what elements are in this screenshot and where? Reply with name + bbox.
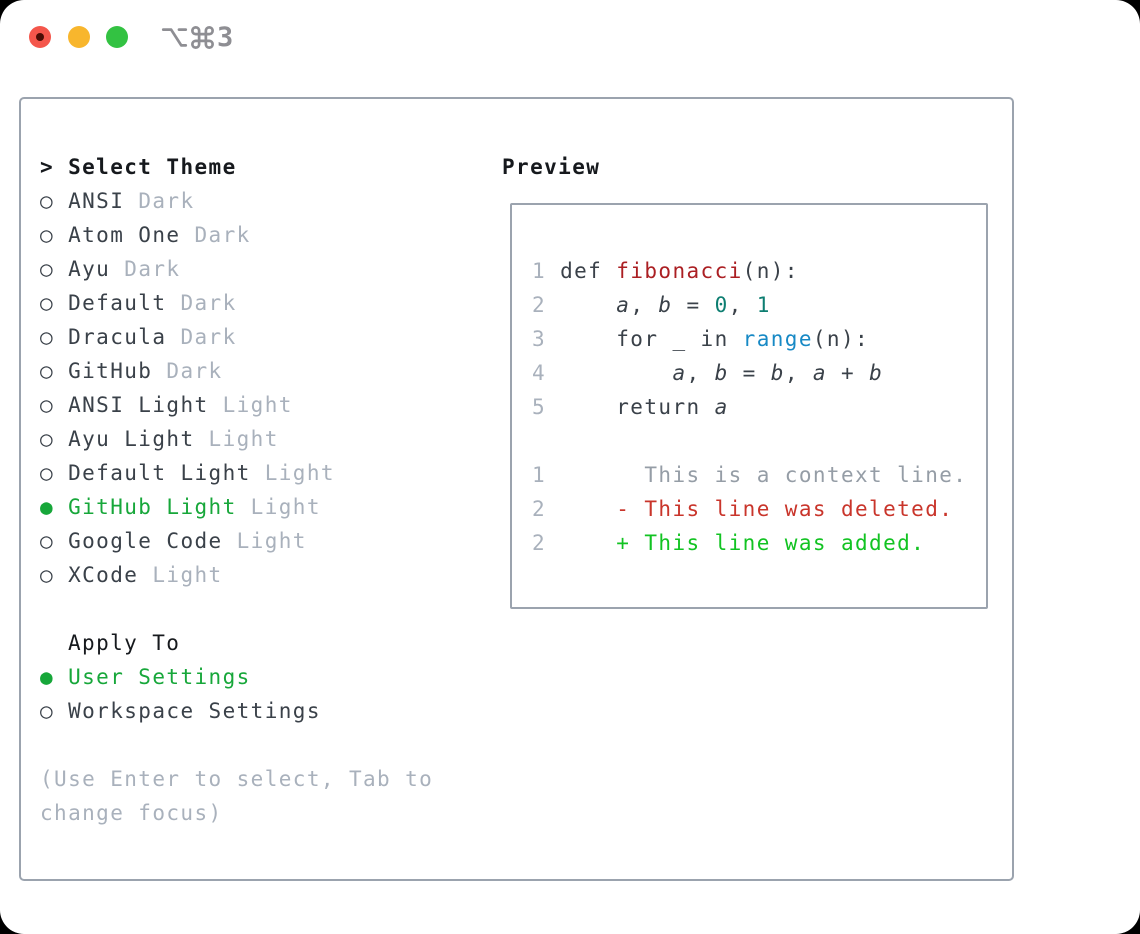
theme-option[interactable]: ○ Ayu Dark [40, 252, 335, 286]
radio-icon: ○ [40, 325, 69, 349]
theme-variant: Light [152, 563, 223, 587]
theme-option[interactable]: ○ Default Light Light [40, 456, 335, 490]
hint-text: (Use Enter to select, Tab to change focu… [40, 762, 433, 830]
apply-to-section: Apply To ● User Settings○ Workspace Sett… [40, 626, 321, 728]
close-button[interactable] [29, 26, 51, 48]
hint-line: change focus) [40, 801, 223, 825]
code-line: 5 return a [532, 395, 729, 419]
theme-name: Atom One [68, 223, 195, 247]
apply-option[interactable]: ● User Settings [40, 660, 321, 694]
theme-option[interactable]: ○ Ayu Light Light [40, 422, 335, 456]
theme-option[interactable]: ○ Atom One Dark [40, 218, 335, 252]
zoom-button[interactable] [106, 26, 128, 48]
theme-name: GitHub Light [68, 495, 251, 519]
code-line: 2 a, b = 0, 1 [532, 293, 771, 317]
code-line: 1 def fibonacci(n): [532, 259, 799, 283]
line-number: 1 [532, 259, 561, 283]
radio-icon: ○ [40, 529, 69, 553]
select-theme-label: Select Theme [68, 155, 237, 179]
theme-picker-panel: > Select Theme ○ ANSI Dark○ Atom One Dar… [19, 97, 1014, 881]
theme-option[interactable]: ○ Default Dark [40, 286, 335, 320]
radio-selected-icon: ● [40, 665, 69, 689]
theme-variant: Dark [194, 223, 251, 247]
theme-option[interactable]: ○ ANSI Light Light [40, 388, 335, 422]
theme-variant: Dark [180, 325, 237, 349]
theme-option[interactable]: ○ ANSI Dark [40, 184, 335, 218]
theme-name: XCode [68, 563, 153, 587]
theme-name: Dracula [68, 325, 181, 349]
theme-name: Default Light [68, 461, 265, 485]
theme-variant: Light [250, 495, 321, 519]
theme-name: Google Code [68, 529, 237, 553]
theme-variant: Dark [124, 257, 181, 281]
window-title: 3 [161, 18, 233, 56]
code-line: 3 for _ in range(n): [532, 327, 870, 351]
radio-icon: ○ [40, 359, 69, 383]
theme-variant: Dark [166, 359, 223, 383]
line-number: 2 [532, 497, 561, 521]
code-line: 4 a, b = b, a + b [532, 361, 884, 385]
theme-name: ANSI Light [68, 393, 223, 417]
titlebar: 3 [0, 0, 1140, 75]
theme-variant: Dark [180, 291, 237, 315]
theme-variant: Dark [138, 189, 195, 213]
radio-icon: ○ [40, 461, 69, 485]
line-number: 2 [532, 531, 561, 555]
radio-icon: ○ [40, 393, 69, 417]
theme-name: GitHub [68, 359, 167, 383]
line-number: 2 [532, 293, 561, 317]
theme-name: Ayu [68, 257, 125, 281]
select-theme-header: > Select Theme [40, 150, 335, 184]
theme-option[interactable]: ○ XCode Light [40, 558, 335, 592]
radio-icon: ○ [40, 563, 69, 587]
cursor-prefix: > [40, 155, 69, 179]
theme-variant: Light [208, 427, 279, 451]
radio-icon: ○ [40, 291, 69, 315]
theme-variant: Light [264, 461, 335, 485]
apply-option[interactable]: ○ Workspace Settings [40, 694, 321, 728]
theme-variant: Light [222, 393, 293, 417]
radio-icon: ○ [40, 257, 69, 281]
apply-option-label: User Settings [68, 665, 251, 689]
window-title-number: 3 [217, 21, 234, 53]
theme-variant: Light [236, 529, 307, 553]
radio-icon: ○ [40, 223, 69, 247]
command-icon [191, 25, 214, 49]
theme-name: ANSI [68, 189, 139, 213]
code-line [532, 424, 986, 458]
theme-option[interactable]: ○ Google Code Light [40, 524, 335, 558]
line-number: 4 [532, 361, 561, 385]
code-line: 2 - This line was deleted. [532, 497, 954, 521]
code-line: 2 + This line was added. [532, 531, 926, 555]
theme-option[interactable]: ● GitHub Light Light [40, 490, 335, 524]
apply-option-label: Workspace Settings [68, 699, 321, 723]
radio-selected-icon: ● [40, 495, 69, 519]
preview-header: Preview [502, 155, 601, 179]
theme-option[interactable]: ○ Dracula Dark [40, 320, 335, 354]
theme-option[interactable]: ○ GitHub Dark [40, 354, 335, 388]
code-line: 1 This is a context line. [532, 463, 968, 487]
line-number: 1 [532, 463, 561, 487]
apply-to-header: Apply To [68, 631, 181, 655]
line-number: 5 [532, 395, 561, 419]
radio-icon: ○ [40, 699, 69, 723]
radio-icon: ○ [40, 427, 69, 451]
option-icon [161, 27, 188, 47]
radio-icon: ○ [40, 189, 69, 213]
line-number: 3 [532, 327, 561, 351]
theme-name: Default [68, 291, 181, 315]
theme-name: Ayu Light [68, 427, 209, 451]
hint-line: (Use Enter to select, Tab to [40, 767, 434, 791]
modified-dot-icon [36, 33, 44, 41]
theme-list: > Select Theme ○ ANSI Dark○ Atom One Dar… [40, 150, 335, 592]
minimize-button[interactable] [68, 26, 90, 48]
preview-code: 1 def fibonacci(n): 2 a, b = 0, 1 3 for _ … [510, 203, 988, 609]
